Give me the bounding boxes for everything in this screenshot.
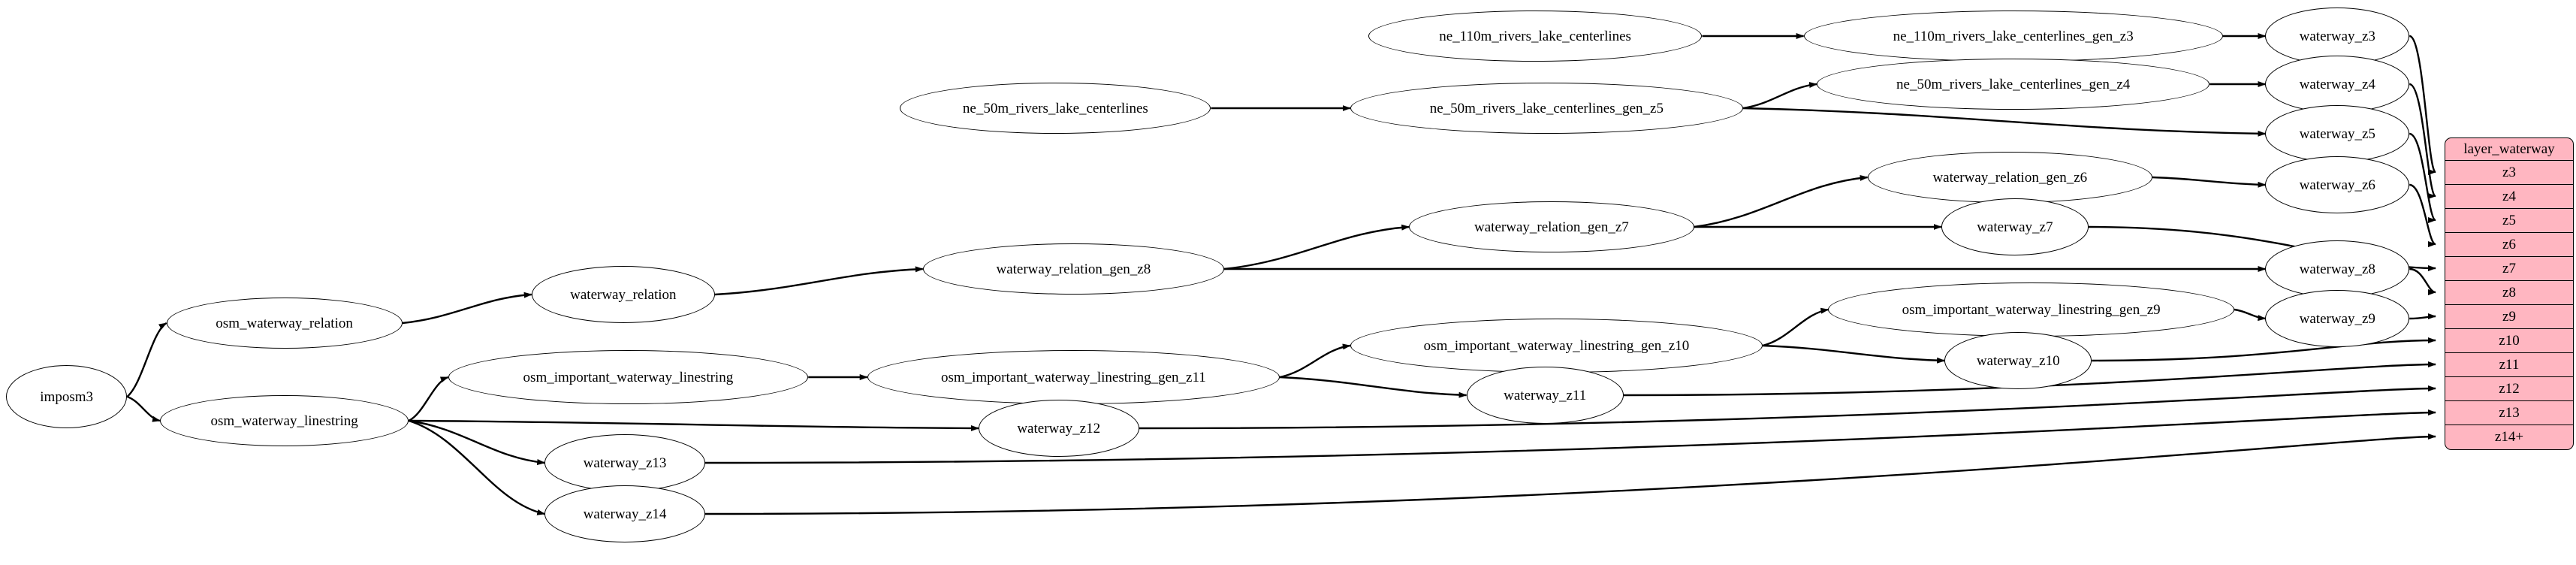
graph-node-label: osm_waterway_relation bbox=[216, 315, 353, 331]
graph-node-ne_110m_rivers_lake_centerlines[interactable]: ne_110m_rivers_lake_centerlines bbox=[1368, 11, 1703, 62]
graph-node-waterway_z7[interactable]: waterway_z7 bbox=[1941, 198, 2089, 255]
graph-node-waterway_relation_gen_z8[interactable]: waterway_relation_gen_z8 bbox=[922, 243, 1224, 295]
graph-node-osm_important_waterway_linestring[interactable]: osm_important_waterway_linestring bbox=[448, 350, 809, 404]
graph-node-label: waterway_z14 bbox=[583, 506, 667, 522]
graph-node-label: waterway_z4 bbox=[2299, 76, 2375, 92]
graph-node-osm_important_waterway_linestring_gen_z9[interactable]: osm_important_waterway_linestring_gen_z9 bbox=[1828, 282, 2234, 337]
edge-osm_waterway_relation-to-waterway_relation bbox=[402, 292, 532, 325]
graph-node-label: ne_110m_rivers_lake_centerlines bbox=[1439, 28, 1631, 44]
graph-node-label: waterway_z8 bbox=[2299, 261, 2375, 277]
edge-ne_50m_rivers_lake_centerlines_gen_z5-to-ne_50m_rivers_lake_centerlines_gen_z4 bbox=[1742, 82, 1818, 110]
graph-node-label: imposm3 bbox=[40, 388, 94, 405]
graph-node-label: waterway_z6 bbox=[2299, 177, 2375, 193]
graph-node-osm_waterway_linestring[interactable]: osm_waterway_linestring bbox=[159, 395, 409, 446]
graph-node-label: waterway_z11 bbox=[1504, 387, 1587, 403]
layer-waterway-row-z5[interactable]: z5 bbox=[2445, 209, 2573, 233]
edge-ne_50m_rivers_lake_centerlines_gen_z5-to-waterway_z5 bbox=[1742, 107, 2267, 137]
graph-node-waterway_z4[interactable]: waterway_z4 bbox=[2265, 56, 2410, 113]
graph-node-label: waterway_z5 bbox=[2299, 125, 2375, 142]
graph-node-waterway_z14[interactable]: waterway_z14 bbox=[544, 485, 705, 542]
graph-node-waterway_z12[interactable]: waterway_z12 bbox=[978, 400, 1139, 457]
graph-node-label: ne_50m_rivers_lake_centerlines_gen_z5 bbox=[1429, 100, 1664, 116]
graph-node-waterway_z13[interactable]: waterway_z13 bbox=[544, 434, 705, 491]
layer-waterway-row-z4[interactable]: z4 bbox=[2445, 185, 2573, 209]
edge-osm_waterway_linestring-to-waterway_z14 bbox=[408, 419, 546, 515]
layer-waterway-row-z13[interactable]: z13 bbox=[2445, 401, 2573, 425]
edge-waterway_z8-to-layer_waterway-z8 bbox=[2409, 267, 2436, 295]
graph-node-label: waterway_relation_gen_z7 bbox=[1474, 219, 1629, 235]
layer-waterway-row-z8[interactable]: z8 bbox=[2445, 281, 2573, 305]
edge-waterway_relation_gen_z6-to-waterway_z6 bbox=[2152, 176, 2267, 188]
graph-node-label: osm_important_waterway_linestring_gen_z9 bbox=[1902, 301, 2161, 318]
graph-node-waterway_z9[interactable]: waterway_z9 bbox=[2265, 290, 2410, 347]
graph-node-ne_50m_rivers_lake_centerlines_gen_z5[interactable]: ne_50m_rivers_lake_centerlines_gen_z5 bbox=[1350, 83, 1743, 134]
graph-node-label: waterway_z9 bbox=[2299, 310, 2375, 327]
graph-node-label: ne_110m_rivers_lake_centerlines_gen_z3 bbox=[1893, 28, 2134, 44]
graph-node-label: waterway_relation bbox=[570, 286, 677, 303]
edge-osm_important_waterway_linestring_gen_z9-to-waterway_z9 bbox=[2234, 308, 2267, 322]
edge-osm_important_waterway_linestring_gen_z10-to-waterway_z10 bbox=[1763, 344, 1946, 364]
edge-waterway_z3-to-layer_waterway-z3 bbox=[2409, 35, 2437, 175]
edge-osm_waterway_linestring-to-waterway_z13 bbox=[409, 419, 546, 466]
graph-node-label: osm_important_waterway_linestring bbox=[523, 369, 734, 385]
edge-waterway_relation_gen_z8-to-waterway_relation_gen_z7 bbox=[1223, 224, 1410, 270]
graph-node-osm_important_waterway_linestring_gen_z11[interactable]: osm_important_waterway_linestring_gen_z1… bbox=[867, 350, 1280, 404]
graph-node-waterway_relation_gen_z6[interactable]: waterway_relation_gen_z6 bbox=[1867, 152, 2152, 203]
graph-node-waterway_z6[interactable]: waterway_z6 bbox=[2265, 156, 2410, 213]
edge-waterway_z10-to-layer_waterway-z10 bbox=[2092, 337, 2436, 362]
layer-waterway-row-z7[interactable]: z7 bbox=[2445, 257, 2573, 281]
graph-node-label: waterway_z12 bbox=[1017, 420, 1101, 437]
graph-node-waterway_z5[interactable]: waterway_z5 bbox=[2265, 105, 2410, 162]
graph-node-osm_waterway_relation[interactable]: osm_waterway_relation bbox=[166, 298, 403, 349]
graph-node-waterway_z10[interactable]: waterway_z10 bbox=[1944, 332, 2092, 389]
edge-osm_waterway_linestring-to-osm_important_waterway_linestring bbox=[408, 376, 449, 422]
graph-node-waterway_relation_gen_z7[interactable]: waterway_relation_gen_z7 bbox=[1409, 201, 1694, 252]
graph-node-label: waterway_z7 bbox=[1977, 219, 2053, 235]
layer-waterway-row-z9[interactable]: z9 bbox=[2445, 305, 2573, 329]
layer-waterway-row-z14+[interactable]: z14+ bbox=[2494, 429, 2524, 445]
edge-osm_waterway_linestring-to-waterway_z12 bbox=[409, 419, 979, 431]
graph-node-label: waterway_z3 bbox=[2299, 28, 2375, 44]
graph-node-waterway_z11[interactable]: waterway_z11 bbox=[1466, 367, 1624, 424]
graph-node-label: ne_50m_rivers_lake_centerlines_gen_z4 bbox=[1896, 76, 2131, 92]
graph-node-label: waterway_relation_gen_z6 bbox=[1932, 169, 2088, 186]
graph-node-label: ne_50m_rivers_lake_centerlines bbox=[962, 100, 1148, 116]
edge-osm_important_waterway_linestring_gen_z10-to-osm_important_waterway_linestring_gen_z9 bbox=[1762, 307, 1829, 347]
layer-waterway-row-z3[interactable]: z3 bbox=[2445, 161, 2573, 185]
edge-waterway_z5-to-layer_waterway-z5 bbox=[2409, 132, 2437, 223]
graph-node-waterway_relation[interactable]: waterway_relation bbox=[531, 266, 715, 323]
graph-node-waterway_z8[interactable]: waterway_z8 bbox=[2265, 240, 2410, 298]
graph-node-label: osm_important_waterway_linestring_gen_z1… bbox=[940, 369, 1206, 385]
edge-waterway_relation-to-waterway_relation_gen_z8 bbox=[714, 266, 924, 296]
edge-waterway_z14-to-layer_waterway-z14+ bbox=[704, 434, 2436, 515]
edge-osm_important_waterway_linestring_gen_z11-to-waterway_z11 bbox=[1279, 376, 1467, 398]
graph-node-ne_110m_rivers_lake_centerlines_gen_z3[interactable]: ne_110m_rivers_lake_centerlines_gen_z3 bbox=[1803, 11, 2223, 62]
edge-osm_important_waterway_linestring_gen_z11-to-osm_important_waterway_linestring_gen_z10 bbox=[1279, 343, 1351, 379]
layer-waterway-row-z12[interactable]: z12 bbox=[2445, 377, 2573, 401]
graph-node-osm_important_waterway_linestring_gen_z10[interactable]: osm_important_waterway_linestring_gen_z1… bbox=[1350, 319, 1763, 373]
layer-waterway-row-z6[interactable]: z6 bbox=[2445, 233, 2573, 257]
graph-node-label: osm_important_waterway_linestring_gen_z1… bbox=[1423, 337, 1690, 354]
edge-imposm3-to-osm_waterway_linestring bbox=[126, 395, 161, 422]
graph-node-imposm3[interactable]: imposm3 bbox=[6, 365, 128, 428]
graph-node-ne_50m_rivers_lake_centerlines[interactable]: ne_50m_rivers_lake_centerlines bbox=[900, 83, 1211, 134]
edge-waterway_z9-to-layer_waterway-z9 bbox=[2409, 313, 2436, 320]
graph-node-ne_50m_rivers_lake_centerlines_gen_z4[interactable]: ne_50m_rivers_lake_centerlines_gen_z4 bbox=[1817, 59, 2210, 110]
graph-node-label: waterway_relation_gen_z8 bbox=[996, 261, 1151, 277]
edge-imposm3-to-osm_waterway_relation bbox=[126, 322, 167, 397]
graph-node-label: waterway_z10 bbox=[1976, 352, 2060, 369]
edge-waterway_z6-to-layer_waterway-z6 bbox=[2409, 183, 2436, 247]
graph-node-label: waterway_z13 bbox=[583, 455, 667, 471]
edge-waterway_z12-to-layer_waterway-z12 bbox=[1139, 385, 2436, 430]
layer-waterway-row-z10[interactable]: z10 bbox=[2445, 329, 2573, 353]
edge-waterway_relation_gen_z7-to-waterway_relation_gen_z6 bbox=[1694, 174, 1869, 228]
edge-waterway_z4-to-layer_waterway-z4 bbox=[2409, 83, 2437, 199]
graph-node-label: osm_waterway_linestring bbox=[210, 412, 358, 429]
layer-waterway-row-z11[interactable]: z11 bbox=[2445, 353, 2573, 377]
layer-waterway-header: layer_waterway bbox=[2445, 138, 2573, 161]
